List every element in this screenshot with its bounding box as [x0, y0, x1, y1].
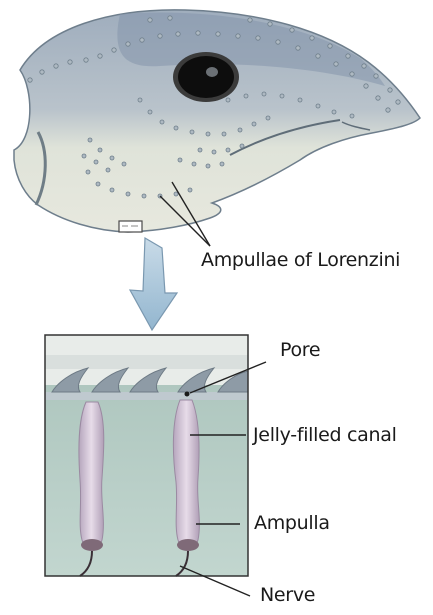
skin-cross-section [45, 335, 248, 576]
shark-eye [173, 52, 239, 102]
shark-head [14, 10, 420, 232]
label-nerve: Nerve [260, 584, 315, 606]
label-pore: Pore [280, 339, 320, 361]
label-ampullae: Ampullae of Lorenzini [201, 249, 400, 271]
pore-opening [185, 392, 190, 397]
label-ampulla: Ampulla [254, 512, 330, 534]
label-canal: Jelly-filled canal [253, 424, 397, 446]
zoom-arrow [130, 238, 177, 330]
